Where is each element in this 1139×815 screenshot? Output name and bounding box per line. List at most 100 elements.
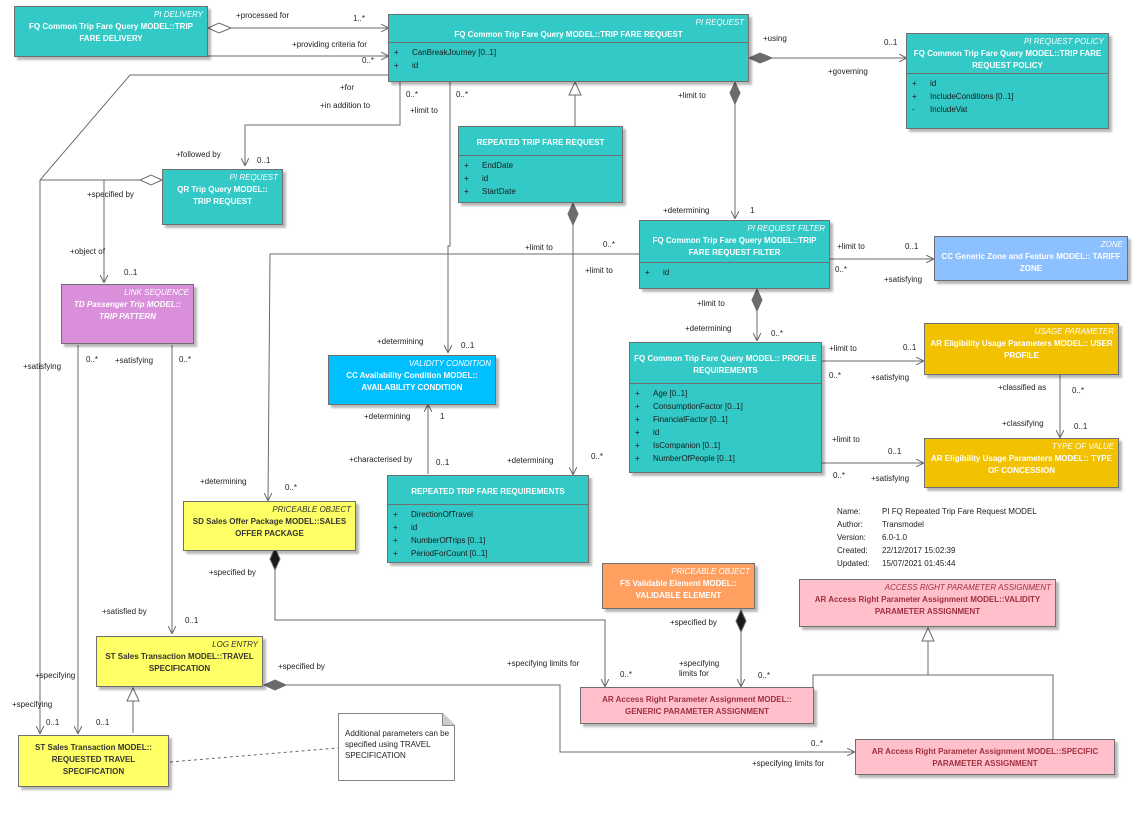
role-label: +specifying limits for <box>752 759 825 768</box>
class-generic-parameter-assignment[interactable]: AR Access Right Parameter Assignment MOD… <box>580 687 814 724</box>
class-requested-travel-specification[interactable]: ST Sales Transaction MODEL:: REQUESTED T… <box>18 735 169 787</box>
multiplicity-label: 0..1 <box>257 156 271 165</box>
multiplicity-label: 1..* <box>353 14 366 23</box>
role-label: +limit to <box>837 242 865 251</box>
multiplicity-label: 0..* <box>620 670 633 679</box>
role-label: +limit to <box>525 243 553 252</box>
class-qr-trip-request[interactable]: PI REQUEST QR Trip Query MODEL:: TRIP RE… <box>162 169 283 225</box>
attribute-list: +EndDate +id +StartDate <box>459 155 622 201</box>
multiplicity-label: 0..1 <box>888 447 902 456</box>
attribute-list: +id +IncludeConditions [0..1] -IncludeVa… <box>907 73 1108 119</box>
attribute-row: +id <box>912 79 937 88</box>
multiplicity-label: 0..* <box>811 739 824 748</box>
attribute-list: +id <box>640 262 829 282</box>
role-label: +characterised by <box>349 455 413 464</box>
role-label: +specified by <box>278 662 325 671</box>
role-label: +determining <box>685 324 732 333</box>
diagram-metadata: Name:PI FQ Repeated Trip Fare Request MO… <box>837 505 1037 570</box>
role-label: +determining <box>200 477 247 486</box>
meta-row: Author:Transmodel <box>837 520 924 529</box>
class-repeated-trip-fare-requirements[interactable]: REPEATED TRIP FARE REQUIREMENTS +Directi… <box>387 475 589 563</box>
class-sales-offer-package[interactable]: PRICEABLE OBJECT SD Sales Offer Package … <box>183 501 356 551</box>
class-tariff-zone[interactable]: ZONE CC Generic Zone and Feature MODEL::… <box>934 236 1128 281</box>
meta-row: Name:PI FQ Repeated Trip Fare Request MO… <box>837 507 1037 516</box>
class-name: AR Access Right Parameter Assignment MOD… <box>814 595 1041 616</box>
role-label: +satisfying <box>871 373 910 382</box>
role-label: +determining <box>663 206 710 215</box>
multiplicity-label: 0..* <box>86 355 99 364</box>
attribute-list: +Age [0..1] +ConsumptionFactor [0..1] +F… <box>630 383 821 468</box>
class-name: ST Sales Transaction MODEL:: REQUESTED T… <box>35 743 152 776</box>
role-label: +providing criteria for <box>292 40 367 49</box>
class-name: REPEATED TRIP FARE REQUIREMENTS <box>411 487 565 496</box>
role-label: +specifying <box>35 671 76 680</box>
multiplicity-label: 0..1 <box>436 458 450 467</box>
stereotype-label: PRICEABLE OBJECT <box>671 567 750 576</box>
stereotype-label: ZONE <box>1100 240 1123 249</box>
attribute-row: +CanBreakJourney [0..1] <box>394 48 497 57</box>
class-availability-condition[interactable]: VALIDITY CONDITION CC Availability Condi… <box>328 355 496 405</box>
class-name: REPEATED TRIP FARE REQUEST <box>476 138 605 147</box>
stereotype-label: LOG ENTRY <box>212 640 258 649</box>
multiplicity-label: 0..1 <box>185 616 199 625</box>
class-trip-fare-request-policy[interactable]: PI REQUEST POLICY FQ Common Trip Fare Qu… <box>906 33 1109 129</box>
class-trip-pattern[interactable]: LINK SEQUENCE TD Passenger Trip MODEL:: … <box>61 284 194 344</box>
role-label: +satisfying <box>23 362 62 371</box>
role-label: +specified by <box>87 190 134 199</box>
class-trip-fare-delivery[interactable]: PI DELIVERY FQ Common Trip Fare Query MO… <box>14 6 208 57</box>
class-user-profile[interactable]: USAGE PARAMETER AR Eligibility Usage Par… <box>924 323 1119 375</box>
multiplicity-label: 0..* <box>829 371 842 380</box>
diagram-note: Additional parameters can be specified u… <box>338 713 455 781</box>
class-type-of-concession[interactable]: TYPE OF VALUE AR Eligibility Usage Param… <box>924 438 1119 488</box>
multiplicity-label: 0..* <box>603 240 616 249</box>
class-name: FS Validable Element MODEL:: VALIDABLE E… <box>620 579 737 600</box>
role-label: +using <box>763 34 787 43</box>
class-trip-fare-request-filter[interactable]: PI REQUEST FILTER FQ Common Trip Fare Qu… <box>639 220 830 289</box>
multiplicity-label: 0..* <box>179 355 192 364</box>
multiplicity-label: 0..1 <box>461 341 475 350</box>
class-specific-parameter-assignment[interactable]: AR Access Right Parameter Assignment MOD… <box>855 739 1115 775</box>
attribute-row: +IsCompanion [0..1] <box>635 441 721 450</box>
multiplicity-label: 0..* <box>456 90 469 99</box>
class-validity-parameter-assignment[interactable]: ACCESS RIGHT PARAMETER ASSIGNMENT AR Acc… <box>799 579 1056 627</box>
attribute-row: +FinancialFactor [0..1] <box>635 415 728 424</box>
class-trip-fare-request[interactable]: PI REQUEST FQ Common Trip Fare Query MOD… <box>388 14 749 82</box>
stereotype-label: PI REQUEST <box>695 18 744 27</box>
role-label: +processed for <box>236 11 290 20</box>
class-profile-requirements[interactable]: FQ Common Trip Fare Query MODEL:: PROFIL… <box>629 342 822 473</box>
role-label: +followed by <box>176 150 221 159</box>
multiplicity-label: 0..1 <box>124 268 138 277</box>
attribute-list: +DirectionOfTravel +id +NumberOfTrips [0… <box>388 504 588 563</box>
class-name: TD Passenger Trip MODEL:: TRIP PATTERN <box>74 300 181 321</box>
attribute-row: +id <box>393 523 418 532</box>
role-label: +limit to <box>678 91 706 100</box>
role-label: +satisfying <box>884 275 923 284</box>
class-name: AR Access Right Parameter Assignment MOD… <box>871 747 1099 768</box>
attribute-row: +Age [0..1] <box>635 389 688 398</box>
multiplicity-label: 0..* <box>1072 386 1085 395</box>
multiplicity-label: 0..1 <box>905 242 919 251</box>
class-name: ST Sales Transaction MODEL::TRAVEL SPECI… <box>105 652 254 673</box>
class-repeated-trip-fare-request[interactable]: REPEATED TRIP FARE REQUEST +EndDate +id … <box>458 126 623 203</box>
stereotype-label: PI DELIVERY <box>153 10 203 19</box>
role-label: +limit to <box>697 299 725 308</box>
class-name: AR Access Right Parameter Assignment MOD… <box>602 695 792 716</box>
role-label: +determining <box>377 337 424 346</box>
stereotype-label: PRICEABLE OBJECT <box>272 505 351 514</box>
class-validable-element[interactable]: PRICEABLE OBJECT FS Validable Element MO… <box>602 563 755 609</box>
multiplicity-label: 1 <box>440 412 445 421</box>
role-label: +determining <box>507 456 554 465</box>
attribute-row: +DirectionOfTravel <box>393 510 473 519</box>
role-label: +satisfying <box>115 356 154 365</box>
role-label: +for <box>340 83 355 92</box>
stereotype-label: LINK SEQUENCE <box>124 288 189 297</box>
attribute-row: -IncludeVat <box>912 105 968 114</box>
class-travel-specification[interactable]: LOG ENTRY ST Sales Transaction MODEL::TR… <box>96 636 263 687</box>
meta-row: Created:22/12/2017 15:02:39 <box>837 546 956 555</box>
stereotype-label: ACCESS RIGHT PARAMETER ASSIGNMENT <box>884 583 1051 592</box>
role-label: +object of <box>70 247 105 256</box>
attribute-row: +PeriodForCount [0..1] <box>393 549 488 558</box>
multiplicity-label: 0..* <box>771 329 784 338</box>
